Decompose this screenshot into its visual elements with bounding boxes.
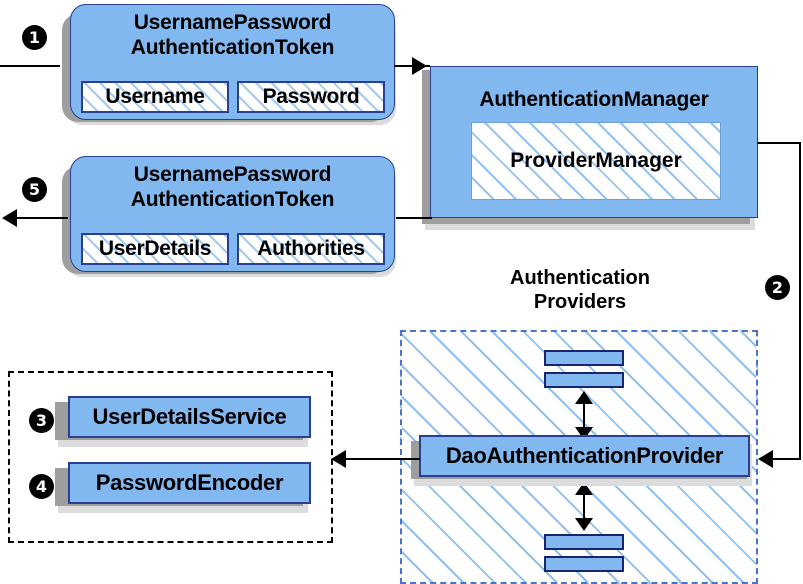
connector-right-down xyxy=(799,142,801,460)
arrow-response-out xyxy=(2,209,17,227)
response-token-slot-authorities[interactable]: Authorities xyxy=(237,233,385,265)
authentication-manager-title: AuthenticationManager xyxy=(479,88,709,111)
password-encoder-box[interactable]: PasswordEncoder xyxy=(68,462,311,504)
provider-stub-top-bar-2[interactable] xyxy=(544,372,624,388)
providers-caption-line1: Authentication xyxy=(510,267,650,289)
response-token-title-line1: UsernamePassword xyxy=(133,163,332,186)
provider-stub-bottom-bar-2[interactable] xyxy=(544,556,624,572)
dao-authentication-provider-box[interactable]: DaoAuthenticationProvider xyxy=(419,435,750,477)
badge-step-5: 5 xyxy=(22,177,47,202)
arrow-provider-to-collaborators xyxy=(331,450,346,468)
request-token-title-line1: UsernamePassword xyxy=(133,11,332,34)
user-details-service-box[interactable]: UserDetailsService xyxy=(68,396,311,438)
provider-stub-top-bar-1[interactable] xyxy=(544,350,624,366)
connector-request-in xyxy=(0,65,60,67)
authentication-manager-box[interactable]: AuthenticationManager ProviderManager xyxy=(430,66,758,218)
response-token-slot-userdetails[interactable]: UserDetails xyxy=(81,233,229,265)
provider-stub-bottom-bar-1[interactable] xyxy=(544,534,624,550)
providers-caption-line2: Providers xyxy=(533,291,627,313)
connector-into-provider xyxy=(772,458,801,460)
response-token-card[interactable]: UsernamePassword AuthenticationToken Use… xyxy=(70,156,395,272)
connector-response-out xyxy=(16,217,68,219)
connector-manager-to-response xyxy=(396,217,432,219)
connector-provider-down xyxy=(583,487,585,527)
badge-step-2: 2 xyxy=(765,275,790,300)
connector-manager-right xyxy=(757,142,801,144)
connector-provider-up xyxy=(583,396,585,436)
request-token-title-line2: AuthenticationToken xyxy=(130,36,335,59)
arrow-provider-down xyxy=(575,518,593,531)
request-token-slot-password[interactable]: Password xyxy=(237,81,385,113)
arrow-into-provider xyxy=(758,450,773,468)
request-token-slot-username[interactable]: Username xyxy=(81,81,229,113)
badge-step-4: 4 xyxy=(29,474,54,499)
provider-manager-box[interactable]: ProviderManager xyxy=(471,122,721,200)
badge-step-3: 3 xyxy=(29,408,54,433)
arrow-provider-up xyxy=(575,391,593,404)
authentication-providers-caption: Authentication Providers xyxy=(465,266,695,314)
request-token-card[interactable]: UsernamePassword AuthenticationToken Use… xyxy=(70,4,395,120)
connector-provider-to-collaborators xyxy=(345,458,420,460)
badge-step-1: 1 xyxy=(22,25,47,50)
response-token-title-line2: AuthenticationToken xyxy=(130,188,335,211)
